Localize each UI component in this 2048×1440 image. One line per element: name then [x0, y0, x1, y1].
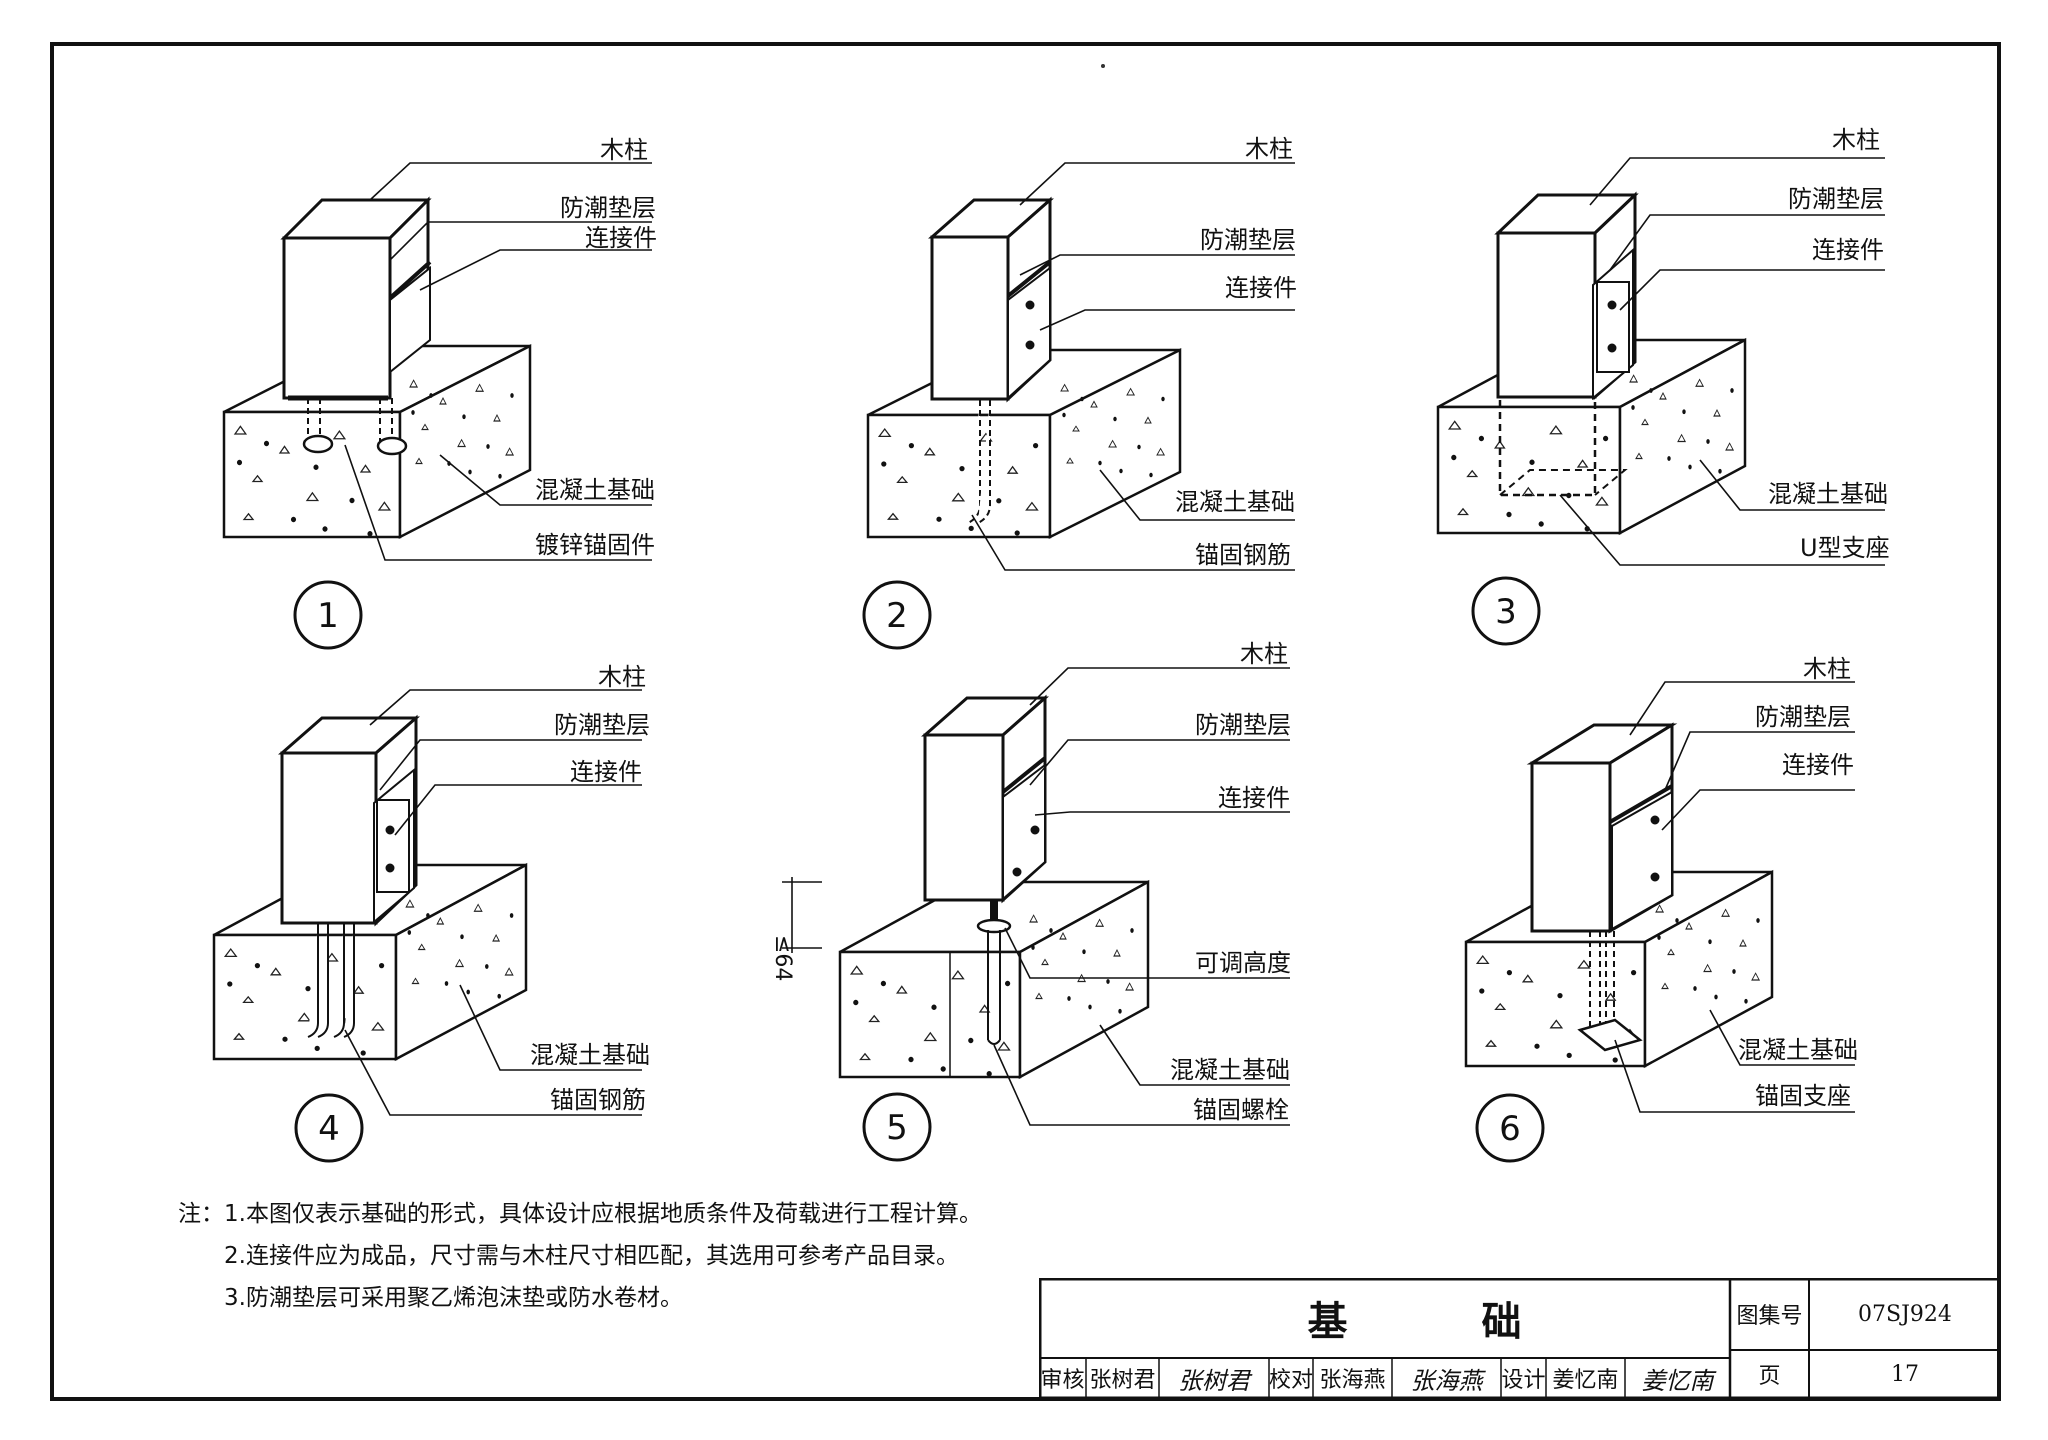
fig3-label-anchor: U型支座 — [1800, 534, 1890, 562]
page-number: 17 — [1891, 1361, 1919, 1387]
leaders-5 — [993, 667, 1290, 1126]
leaders-3 — [1559, 157, 1885, 566]
fig1-label-anchor: 镀锌锚固件 — [535, 531, 655, 559]
fig4-label-anchor: 锚固钢筋 — [550, 1086, 646, 1114]
fig1-label-moisture: 防潮垫层 — [560, 194, 656, 222]
fig3-label-connector: 连接件 — [1812, 236, 1884, 264]
reviewer-signature: 张树君 — [1178, 1366, 1250, 1395]
wood-column-3 — [1494, 191, 1639, 401]
figure-number-3-circle — [1471, 576, 1541, 646]
figure-number-2-circle — [862, 580, 932, 650]
wood-column-5 — [921, 694, 1049, 1045]
designer-signature: 姜忆南 — [1641, 1366, 1714, 1395]
figure-5: ≤64 木柱 防潮垫层 连接件 可调高度 混凝土基础 锚固螺栓 5 — [770, 640, 1291, 1162]
fig4-label-concrete: 混凝土基础 — [530, 1041, 650, 1069]
figure-number-3: 3 — [1495, 592, 1517, 632]
fig2-label-column: 木柱 — [1245, 135, 1293, 163]
concrete-foundation-3 — [1436, 337, 1747, 536]
figure-number-2: 2 — [886, 596, 908, 636]
fig2-label-concrete: 混凝土基础 — [1175, 488, 1295, 516]
fig3-label-column: 木柱 — [1832, 126, 1880, 154]
figure-4: 木柱 防潮垫层 连接件 混凝土基础 锚固钢筋 4 — [212, 663, 650, 1163]
checker-name: 张海燕 — [1319, 1368, 1386, 1393]
wood-column-6 — [1526, 722, 1678, 1052]
fig6-label-moisture: 防潮垫层 — [1755, 703, 1851, 731]
figure-3: 木柱 防潮垫层 连接件 混凝土基础 U型支座 3 — [1436, 126, 1890, 646]
fig2-label-moisture: 防潮垫层 — [1200, 226, 1296, 254]
fig3-label-concrete: 混凝土基础 — [1768, 480, 1888, 508]
fig5-label-bolt: 锚固螺栓 — [1193, 1096, 1289, 1124]
leaders-4 — [344, 689, 642, 1116]
figure-2: 木柱 防潮垫层 连接件 混凝土基础 锚固钢筋 2 — [862, 135, 1297, 650]
fig5-label-column: 木柱 — [1240, 640, 1288, 668]
fig4-label-column: 木柱 — [598, 663, 646, 691]
figure-number-5: 5 — [886, 1108, 908, 1148]
fig5-label-adjustable: 可调高度 — [1195, 949, 1291, 977]
figure-1: 木柱 防潮垫层 连接件 混凝土基础 镀锌锚固件 1 — [222, 136, 657, 650]
figure-number-4-circle — [294, 1093, 364, 1163]
concrete-foundation-2 — [866, 347, 1182, 540]
fig1-label-connector: 连接件 — [585, 224, 657, 252]
atlas-label: 图集号 — [1736, 1304, 1803, 1329]
figure-number-4: 4 — [318, 1109, 340, 1149]
notes-block: 注：1.本图仅表示基础的形式，具体设计应根据地质条件及荷载进行工程计算。 2.连… — [178, 1193, 982, 1319]
page-label: 页 — [1758, 1364, 1781, 1389]
note-2: 2.连接件应为成品，尺寸需与木柱尺寸相匹配，其选用可参考产品目录。 — [224, 1243, 959, 1269]
drawing-title: 基 础 — [1307, 1299, 1582, 1345]
fig5-label-connector: 连接件 — [1218, 784, 1290, 812]
dimension-5 — [782, 877, 822, 953]
figure-number-6-circle — [1475, 1093, 1545, 1163]
fig2-label-connector: 连接件 — [1225, 274, 1297, 302]
atlas-number: 07SJ924 — [1858, 1301, 1952, 1327]
fig6-label-connector: 连接件 — [1782, 751, 1854, 779]
fig5-label-moisture: 防潮垫层 — [1195, 711, 1291, 739]
figure-number-6: 6 — [1499, 1109, 1521, 1149]
wood-column-4 — [278, 714, 420, 1038]
wood-column-2 — [928, 196, 1054, 524]
leaders-1 — [344, 162, 652, 561]
leaders-2 — [971, 162, 1295, 571]
check-label: 校对 — [1269, 1368, 1314, 1393]
figure-number-1: 1 — [317, 596, 339, 636]
figure-number-1-circle — [293, 580, 363, 650]
wood-column-1 — [280, 196, 432, 456]
concrete-foundation-5 — [838, 879, 1150, 1080]
fig5-dimension: ≤64 — [770, 935, 795, 981]
fig1-label-column: 木柱 — [600, 136, 648, 164]
checker-signature: 张海燕 — [1410, 1366, 1483, 1395]
figure-6: 木柱 防潮垫层 连接件 混凝土基础 锚固支座 6 — [1464, 655, 1858, 1163]
fig4-label-moisture: 防潮垫层 — [554, 711, 650, 739]
outer-border — [50, 42, 2001, 1401]
fig3-label-moisture: 防潮垫层 — [1788, 185, 1884, 213]
title-block: 基 础 图集号 07SJ924 页 17 审核 张树君 张树君 校对 张海燕 张… — [1039, 1278, 2001, 1399]
reviewer-name: 张树君 — [1089, 1368, 1156, 1393]
leaders-6 — [1614, 681, 1855, 1113]
fig6-label-anchor: 锚固支座 — [1755, 1082, 1851, 1110]
fig1-label-concrete: 混凝土基础 — [535, 476, 655, 504]
note-3: 3.防潮垫层可采用聚乙烯泡沫垫或防水卷材。 — [224, 1285, 683, 1311]
note-1: 注：1.本图仅表示基础的形式，具体设计应根据地质条件及荷载进行工程计算。 — [178, 1201, 982, 1227]
figure-number-5-circle — [862, 1092, 932, 1162]
title-block-grid — [1039, 1278, 2001, 1399]
designer-name: 姜忆南 — [1552, 1368, 1619, 1393]
review-label: 审核 — [1040, 1368, 1085, 1393]
fig6-label-concrete: 混凝土基础 — [1738, 1036, 1858, 1064]
fig5-label-concrete: 混凝土基础 — [1170, 1056, 1290, 1084]
fig6-label-column: 木柱 — [1803, 655, 1851, 683]
fig2-label-anchor: 锚固钢筋 — [1195, 541, 1291, 569]
fig4-label-connector: 连接件 — [570, 758, 642, 786]
design-label: 设计 — [1501, 1368, 1546, 1393]
